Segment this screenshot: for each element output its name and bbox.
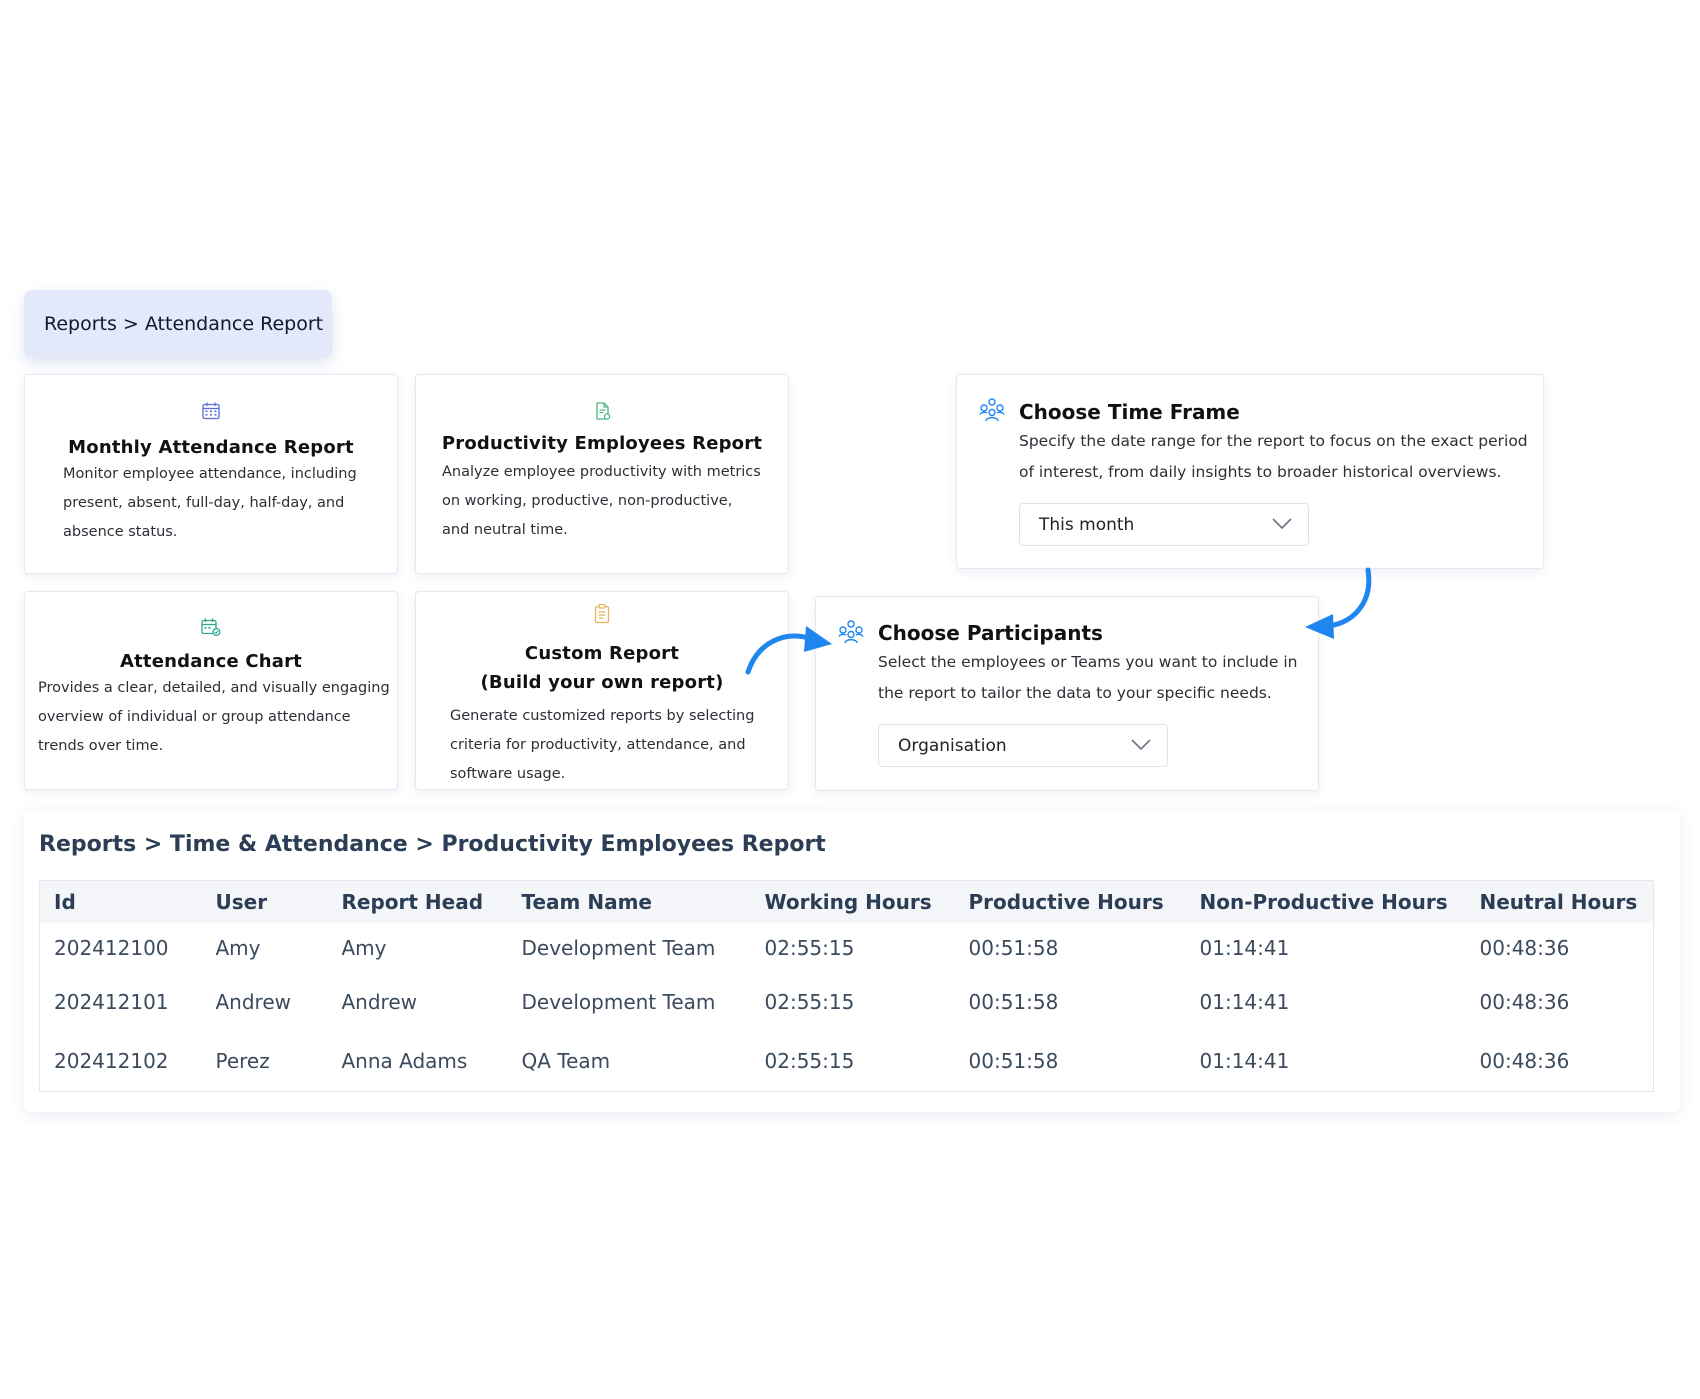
cell-report-head: Andrew <box>341 990 418 1014</box>
cell-user: Andrew <box>215 990 292 1014</box>
choose-time-frame-panel: Choose Time Frame Specify the date range… <box>956 374 1544 569</box>
chevron-down-icon <box>1131 739 1151 751</box>
calendar-icon <box>202 402 220 420</box>
cell-working-hours: 02:55:15 <box>764 1049 855 1073</box>
cell-id: 202412101 <box>54 990 169 1014</box>
cell-non-productive-hours: 01:14:41 <box>1199 936 1290 960</box>
card-description: Monitor employee attendance, including p… <box>63 466 357 540</box>
breadcrumb[interactable]: Reports > Attendance Report <box>24 290 332 358</box>
cell-working-hours: 02:55:15 <box>764 990 855 1014</box>
column-header-working-hours[interactable]: Working Hours <box>750 880 955 923</box>
cell-productive-hours: 00:51:58 <box>968 936 1059 960</box>
cell-productive-hours: 00:51:58 <box>968 1049 1059 1073</box>
curved-arrow-icon <box>1305 567 1372 639</box>
card-title: Monthly Attendance Report <box>68 437 354 458</box>
cell-id: 202412100 <box>54 936 169 960</box>
table-row[interactable]: 202412100 Amy Amy Development Team 02:55… <box>40 923 1654 973</box>
column-header-user[interactable]: User <box>201 880 328 923</box>
card-description: Generate customized reports by selecting… <box>450 708 755 782</box>
table-header-row: Id User Report Head Team Name Working Ho… <box>39 880 1654 923</box>
card-title: Custom Report (Build your own report) <box>480 643 724 693</box>
choose-participants-panel: Choose Participants Select the employees… <box>815 596 1319 791</box>
cell-report-head: Anna Adams <box>341 1049 468 1073</box>
panel-description: Select the employees or Teams you want t… <box>878 653 1298 702</box>
card-title: Attendance Chart <box>119 651 302 672</box>
panel-title: Choose Time Frame <box>1019 400 1240 424</box>
cell-non-productive-hours: 01:14:41 <box>1199 1049 1290 1073</box>
cell-productive-hours: 00:51:58 <box>968 990 1059 1014</box>
team-icon <box>979 398 1005 422</box>
report-table: Id User Report Head Team Name Working Ho… <box>39 880 1654 1092</box>
time-frame-select[interactable]: This month <box>1019 503 1309 546</box>
clipboard-icon <box>594 603 610 624</box>
select-value: Organisation <box>898 735 1007 756</box>
cell-report-head: Amy <box>341 936 387 960</box>
table-row[interactable]: 202412102 Perez Anna Adams QA Team 02:55… <box>40 1031 1654 1092</box>
cell-user: Perez <box>215 1049 270 1073</box>
chevron-down-icon <box>1272 518 1292 530</box>
cell-user: Amy <box>215 936 261 960</box>
cell-neutral-hours: 00:48:36 <box>1479 990 1570 1014</box>
cell-neutral-hours: 00:48:36 <box>1479 1049 1570 1073</box>
column-header-team-name[interactable]: Team Name <box>507 880 751 923</box>
cell-team-name: Development Team <box>521 990 716 1014</box>
report-table-section: Reports > Time & Attendance > Productivi… <box>24 810 1680 1112</box>
monthly-attendance-report-card[interactable]: Monthly Attendance Report Monitor employ… <box>24 374 398 574</box>
cell-neutral-hours: 00:48:36 <box>1479 936 1570 960</box>
team-icon <box>838 620 864 644</box>
cell-id: 202412102 <box>54 1049 169 1073</box>
column-header-non-productive-hours[interactable]: Non-Productive Hours <box>1185 880 1466 923</box>
cell-working-hours: 02:55:15 <box>764 936 855 960</box>
calendar-check-icon <box>201 618 221 637</box>
table-breadcrumb: Reports > Time & Attendance > Productivi… <box>39 832 826 857</box>
panel-description: Specify the date range for the report to… <box>1019 432 1528 481</box>
cell-team-name: QA Team <box>521 1049 611 1073</box>
custom-report-card[interactable]: Custom Report (Build your own report) Ge… <box>415 591 789 790</box>
panel-title: Choose Participants <box>878 621 1103 645</box>
document-chart-icon <box>596 402 611 420</box>
table-row[interactable]: 202412101 Andrew Andrew Development Team… <box>40 973 1654 1031</box>
card-description: Analyze employee productivity with metri… <box>442 464 761 538</box>
column-header-neutral-hours[interactable]: Neutral Hours <box>1465 880 1654 923</box>
attendance-chart-card[interactable]: Attendance Chart Provides a clear, detai… <box>24 591 398 790</box>
breadcrumb-label: Reports > Attendance Report <box>44 313 324 335</box>
participants-select[interactable]: Organisation <box>878 724 1168 767</box>
curved-arrow-icon <box>745 626 832 675</box>
card-title: Productivity Employees Report <box>441 433 763 454</box>
cell-non-productive-hours: 01:14:41 <box>1199 990 1290 1014</box>
column-header-productive-hours[interactable]: Productive Hours <box>954 880 1186 923</box>
cell-team-name: Development Team <box>521 936 716 960</box>
column-header-id[interactable]: Id <box>39 880 202 923</box>
column-header-report-head[interactable]: Report Head <box>327 880 508 923</box>
productivity-employees-report-card[interactable]: Productivity Employees Report Analyze em… <box>415 374 789 574</box>
card-description: Provides a clear, detailed, and visually… <box>38 680 390 754</box>
select-value: This month <box>1039 514 1135 535</box>
